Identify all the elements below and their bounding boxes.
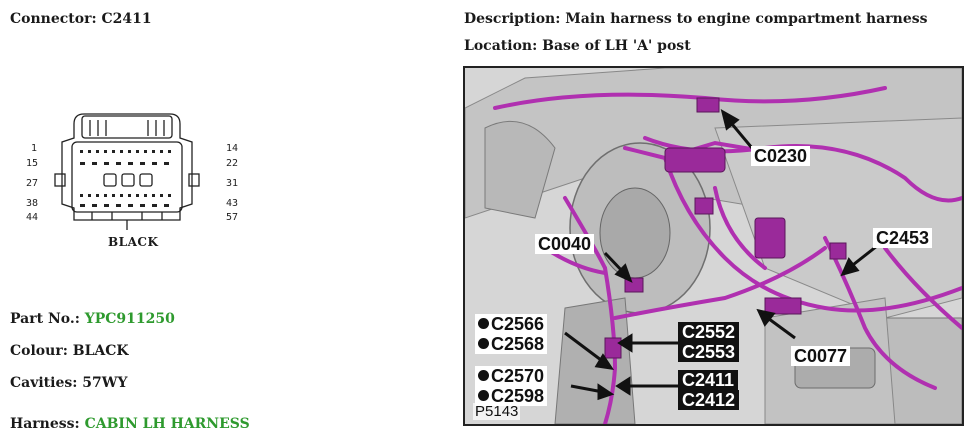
connector-title: Connector: C2411 [10,11,152,27]
connector-location-illustration: C0230 C0040 C2453 C2566 C2568 C2552 C255… [463,66,964,426]
pin-label-left-2: 15 [26,158,39,169]
pin-row-5 [80,204,169,207]
pin-label-right-1: 14 [226,143,239,154]
callout-c0040[interactable]: C0040 [535,234,595,254]
location-line: Location: Base of LH 'A' post [464,38,691,54]
callout-c2598[interactable]: C2598 [475,386,548,406]
colour-line: Colour: BLACK [10,343,129,359]
part-number-line: Part No.: YPC911250 [10,311,175,327]
callout-c2568[interactable]: C2568 [475,334,548,354]
callout-c0230[interactable]: C0230 [751,146,811,166]
illustration-reference-code: P5143 [473,403,521,420]
bullet-icon [478,338,489,349]
pin-row-1 [80,150,171,153]
callout-c2552[interactable]: C2552 [678,322,740,342]
description-line: Description: Main harness to engine comp… [464,11,928,27]
callout-c2566[interactable]: C2566 [475,314,548,334]
pin-label-right-4: 43 [226,198,239,209]
connector-colour-caption: BLACK [108,235,159,249]
callout-c0077[interactable]: C0077 [791,346,851,366]
callout-c2553[interactable]: C2553 [678,342,740,362]
callout-c2411[interactable]: C2411 [678,370,739,390]
pin-label-left-3: 27 [26,178,39,189]
pin-label-left-5: 44 [26,212,39,223]
bullet-icon [478,370,489,381]
pin-row-4 [80,194,171,197]
cavities-line: Cavities: 57WY [10,375,128,391]
pin-row-2 [80,162,169,165]
pin-label-right-3: 31 [226,178,239,189]
harness-line: Harness: CABIN LH HARNESS [10,416,250,432]
harness-link[interactable]: CABIN LH HARNESS [84,416,250,432]
pin-label-right-5: 57 [226,212,239,223]
bullet-icon [478,390,489,401]
pin-label-left-1: 1 [31,143,38,154]
bullet-icon [478,318,489,329]
connector-face-diagram [54,113,200,230]
pin-label-right-2: 22 [226,158,239,169]
part-number-link[interactable]: YPC911250 [84,311,175,327]
pin-label-left-4: 38 [26,198,39,209]
callout-c2453[interactable]: C2453 [873,228,933,248]
callout-c2570[interactable]: C2570 [475,366,548,386]
callout-c2412[interactable]: C2412 [678,390,740,410]
